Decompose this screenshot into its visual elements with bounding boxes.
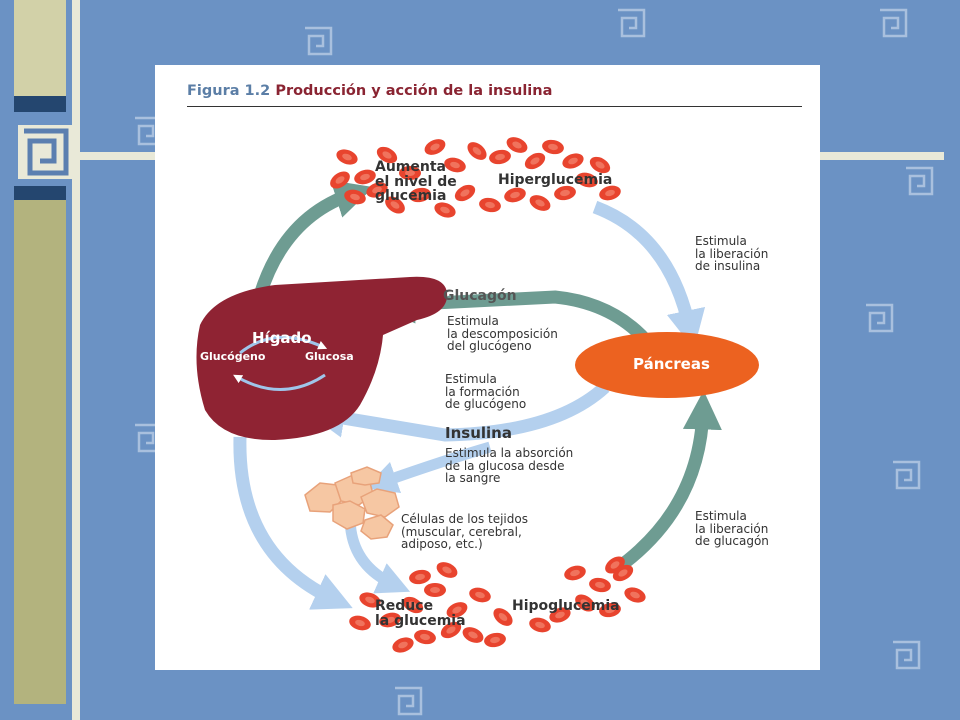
blood-cell-center xyxy=(440,206,450,214)
blood-cell-center xyxy=(350,193,360,201)
label-estimula-insulina: Estimula la liberación de insulina xyxy=(695,234,769,274)
liver-shape xyxy=(196,276,448,441)
blood-cell-center xyxy=(535,199,545,207)
blood-cell-center xyxy=(548,143,558,151)
blood-cell-center xyxy=(442,566,452,574)
blood-cell-center xyxy=(408,601,418,609)
blood-cell-center xyxy=(580,599,590,607)
label-pancreas: Páncreas xyxy=(633,355,710,373)
blood-cell-center xyxy=(512,141,522,149)
blood-cell-center xyxy=(342,153,352,161)
blood-cell-center xyxy=(450,161,460,169)
arrow-hyper-to-pancreas xyxy=(592,200,706,350)
label-estimula-descomposicion: Estimula la descomposición del glucógeno xyxy=(447,314,558,354)
label-celulas: Células de los tejidos (muscular, cerebr… xyxy=(401,512,528,552)
blood-cell-center xyxy=(498,613,508,621)
blood-cell-center xyxy=(415,573,425,581)
blood-cell-center xyxy=(530,157,540,165)
blood-cell-center xyxy=(468,631,478,639)
label-hipoglucemia: Hipoglucemia xyxy=(512,598,620,614)
left-stripe-dark-band-2 xyxy=(14,186,66,202)
blood-cell-center xyxy=(495,153,505,161)
liver-cycle-arrow-bottom xyxy=(233,373,326,391)
figure-panel: Figura 1.2 Producción y acción de la ins… xyxy=(155,65,820,670)
label-hiperglucemia: Hiperglucemia xyxy=(498,172,613,188)
blood-cell-center xyxy=(390,201,400,209)
arrow-insulin-to-cells xyxy=(364,441,492,494)
blood-cell-center xyxy=(385,616,395,624)
label-reduce: Reduce la glucemia xyxy=(375,598,466,629)
blood-cell-center xyxy=(490,636,500,644)
blood-cells-bottom xyxy=(349,556,646,653)
blood-cell-center xyxy=(452,606,462,614)
label-insulina: Insulina xyxy=(445,424,512,442)
figure-name: Producción y acción de la insulina xyxy=(275,83,553,99)
arrow-hypo-to-pancreas xyxy=(611,390,722,576)
arrow-liver-to-aumenta xyxy=(253,180,374,297)
blood-cell-center xyxy=(430,143,440,151)
blood-cell-center xyxy=(570,569,580,577)
blood-cell-center xyxy=(335,176,345,184)
label-glucagon: Glucagón xyxy=(443,288,517,304)
blood-cell-center xyxy=(510,191,520,199)
title-rule xyxy=(187,106,802,107)
blood-cell-center xyxy=(605,606,615,614)
label-glucogeno: Glucógeno xyxy=(200,350,266,363)
blood-cell-center xyxy=(485,201,495,209)
blood-cell-center xyxy=(415,191,425,199)
blood-cell-center xyxy=(446,626,456,634)
blood-cell-center xyxy=(595,161,605,169)
label-estimula-absorcion: Estimula la absorción de la glucosa desd… xyxy=(445,446,574,486)
label-higado: Hígado xyxy=(252,329,312,347)
blood-cell-center xyxy=(360,173,370,181)
blood-cell-center xyxy=(472,147,482,155)
blood-cells-top xyxy=(330,137,621,218)
blood-cell-center xyxy=(398,641,408,649)
blood-cell-center xyxy=(535,621,545,629)
blood-cell-center xyxy=(355,619,365,627)
left-stripe-olive xyxy=(14,200,66,704)
left-stripe-top xyxy=(14,0,66,110)
blood-cell-center xyxy=(365,596,375,604)
pancreas-shape xyxy=(575,332,759,398)
figure-title: Figura 1.2 Producción y acción de la ins… xyxy=(187,83,552,99)
blood-cell-center xyxy=(460,189,470,197)
blood-cell-center xyxy=(605,189,615,197)
blood-cell-center xyxy=(475,591,485,599)
left-thin-line xyxy=(72,0,80,720)
blood-cell-center xyxy=(582,176,592,184)
arrow-liver-to-reduce xyxy=(233,436,353,610)
blood-cell-center xyxy=(430,587,440,593)
blood-cell-center xyxy=(610,561,620,569)
blood-cell-center xyxy=(420,633,430,641)
tissue-cells xyxy=(304,466,400,540)
arrow-insulin-to-liver xyxy=(305,382,610,442)
blood-cell-center xyxy=(372,186,382,194)
blood-cell-center xyxy=(568,157,578,165)
label-estimula-glucagon: Estimula la liberación de glucagón xyxy=(695,509,769,549)
liver-cycle-arrow-top xyxy=(239,335,328,355)
blood-cell-center xyxy=(618,569,628,577)
left-stripe-dark-band xyxy=(14,96,66,112)
blood-cell-center xyxy=(595,581,605,589)
label-aumenta: Aumenta el nivel de glucemia xyxy=(375,159,457,205)
blood-cell-center xyxy=(555,611,565,619)
blood-cell-center xyxy=(630,591,640,599)
blood-cell-center xyxy=(382,151,392,159)
label-glucosa: Glucosa xyxy=(305,350,354,363)
blood-cell-center xyxy=(560,189,570,197)
blood-cell-center xyxy=(405,170,415,176)
label-estimula-formacion: Estimula la formación de glucógeno xyxy=(445,372,527,412)
figure-number: Figura 1.2 xyxy=(187,83,271,99)
insulin-cycle-diagram xyxy=(196,137,759,653)
